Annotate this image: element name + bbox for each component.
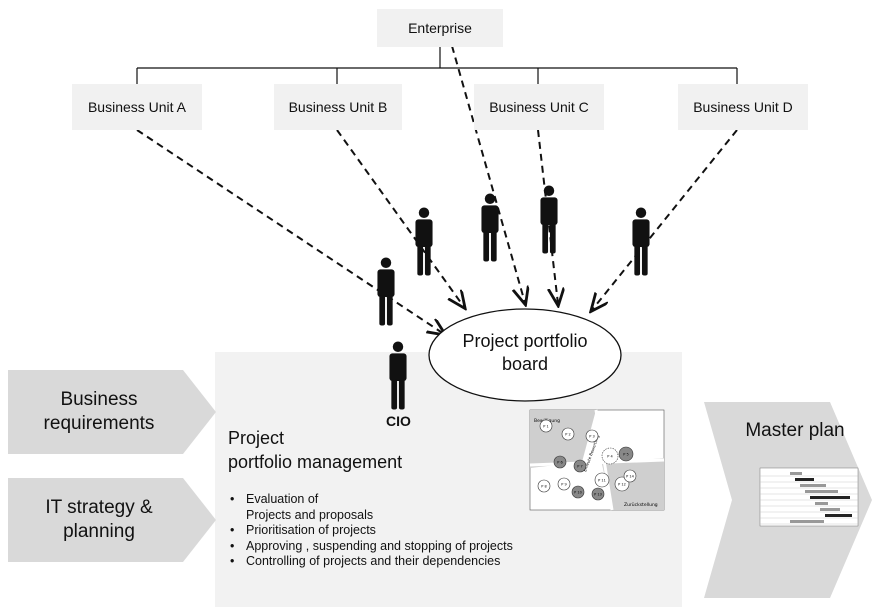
matrix-bubble-label: P 10	[574, 491, 582, 495]
enterprise-box: Enterprise	[377, 9, 503, 47]
ppm-title: Project portfolio management	[228, 426, 402, 474]
matrix-bubble	[591, 487, 605, 501]
ppm-activity-list: Evaluation of Projects and proposals Pri…	[228, 492, 513, 570]
matrix-bubble	[573, 459, 587, 473]
enterprise-label: Enterprise	[408, 20, 472, 36]
matrix-bubble	[585, 429, 599, 443]
matrix-bubble	[601, 447, 619, 465]
matrix-bubble	[553, 455, 567, 469]
business-requirements-line2: requirements	[43, 413, 155, 434]
board-members	[377, 185, 650, 410]
it-strategy-line1: IT strategy &	[45, 497, 153, 518]
activity-item: Evaluation of	[230, 492, 513, 508]
gantt-bar	[810, 496, 850, 499]
portfolio-matrix: Bewilligung Zurückstellung Erneute Bewer…	[529, 409, 665, 511]
business-unit-a-label: Business Unit A	[87, 99, 187, 115]
matrix-bubble-label: P 1	[543, 425, 548, 429]
business-requirements-line1: Business	[60, 389, 138, 410]
matrix-bubble	[537, 479, 551, 493]
board-member-b-icon	[415, 207, 433, 276]
activity-item: Prioritisation of projects	[230, 523, 513, 539]
gantt-bar	[825, 514, 852, 517]
board-member-d-icon	[632, 207, 650, 276]
matrix-bubble-label: P 5	[623, 453, 628, 457]
dashed-arrows	[136, 45, 738, 334]
master-plan-label: Master plan	[745, 420, 845, 441]
business-requirements-label: Business requirements	[14, 382, 184, 442]
cio-figure-icon	[389, 341, 407, 410]
board-label-line2: board	[501, 354, 549, 374]
board-label: Project portfolio board	[429, 330, 621, 376]
activity-item: Controlling of projects and their depend…	[230, 554, 513, 570]
it-strategy-label: IT strategy & planning	[14, 490, 184, 550]
gantt-bar	[815, 502, 828, 505]
ppm-title-line1: Project	[228, 428, 285, 448]
matrix-bubble-label: P 11	[598, 479, 606, 483]
matrix-bubble-label: P 12	[618, 483, 626, 487]
ppm-title-line2: portfolio management	[228, 452, 403, 472]
arrow-a-to-board	[136, 129, 444, 334]
business-unit-a-box: Business Unit A	[72, 84, 202, 130]
board-ellipse	[428, 308, 622, 402]
business-unit-b-box: Business Unit B	[274, 84, 402, 130]
business-unit-c-label: Business Unit C	[489, 99, 589, 115]
matrix-bubble-label: P 4	[607, 455, 613, 459]
arrow-d-to-board	[592, 129, 738, 310]
matrix-bubble	[623, 469, 637, 483]
matrix-bubble-label: P 2	[565, 433, 570, 437]
matrix-bubble	[539, 419, 553, 433]
matrix-bubble-label: P 8	[541, 485, 546, 489]
matrix-bubble-label: P 3	[589, 435, 594, 439]
arrow-enterprise-to-board	[451, 45, 525, 303]
matrix-bubble	[618, 446, 634, 462]
matrix-bubble	[614, 476, 630, 492]
activity-item: Approving , suspending and stopping of p…	[230, 539, 513, 555]
it-strategy-line2: planning	[63, 521, 135, 542]
gantt-bar	[805, 490, 838, 493]
gantt-bar	[820, 508, 840, 511]
gantt-bar	[790, 472, 802, 475]
gantt-bar	[790, 520, 824, 523]
gantt-sketch	[759, 467, 859, 527]
matrix-bubble	[594, 472, 610, 488]
arrow-b-to-board	[336, 129, 464, 307]
business-unit-b-label: Business Unit B	[288, 99, 388, 115]
it-strategy-arrow	[8, 478, 216, 562]
matrix-bubble-label: P 6	[557, 461, 562, 465]
matrix-bubble	[571, 485, 585, 499]
business-unit-c-box: Business Unit C	[474, 84, 604, 130]
business-unit-d-label: Business Unit D	[693, 99, 793, 115]
board-label-line1: Project portfolio	[462, 331, 588, 351]
matrix-bubble-label: P 9	[561, 483, 566, 487]
business-requirements-arrow	[8, 370, 216, 454]
board-member-enterprise-icon	[481, 193, 499, 262]
matrix-label-q2: Zurückstellung	[624, 502, 658, 508]
gantt-bar	[795, 478, 814, 481]
matrix-bubble	[557, 477, 571, 491]
cio-label: CIO	[386, 413, 411, 429]
activity-item-continued: Projects and proposals	[246, 507, 374, 522]
matrix-bubble-label: P 13	[594, 493, 602, 497]
board-member-a-icon	[377, 257, 395, 326]
matrix-bubble-label: P 14	[626, 475, 634, 479]
hierarchy-lines	[136, 47, 738, 84]
board-member-c-icon	[540, 185, 558, 254]
matrix-bubble-label: P 7	[577, 465, 582, 469]
matrix-bubble	[561, 427, 575, 441]
gantt-bar	[800, 484, 826, 487]
business-unit-d-box: Business Unit D	[678, 84, 808, 130]
